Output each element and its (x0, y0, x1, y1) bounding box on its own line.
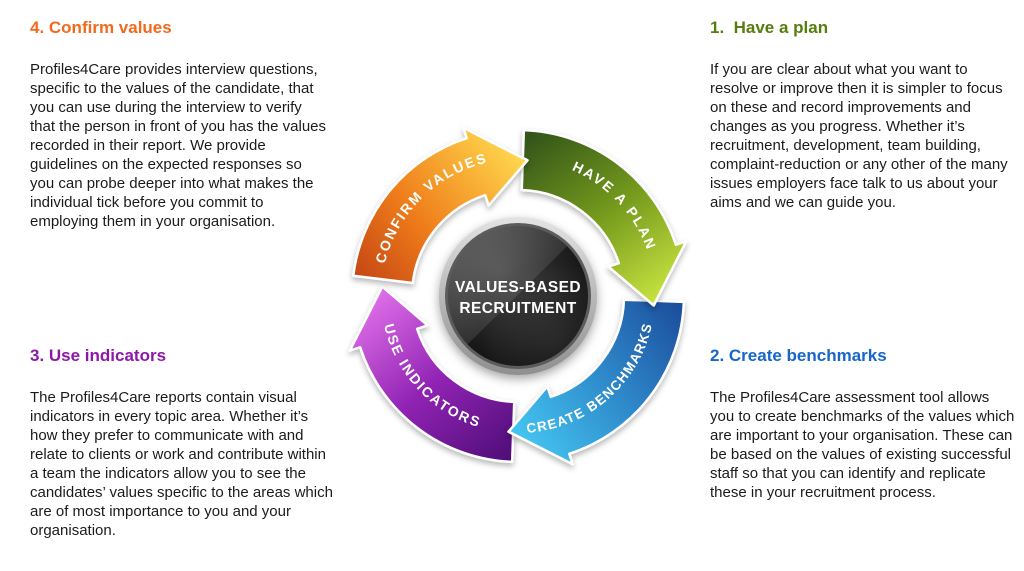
section-use-indicators: 3. Use indicators The Profiles4Care repo… (30, 346, 333, 540)
create-benchmarks-body: The Profiles4Care assessment tool allows… (710, 389, 1015, 501)
section-confirm-values: 4. Confirm values Profiles4Care provides… (30, 18, 328, 231)
confirm-values-body: Profiles4Care provides interview questio… (30, 61, 327, 230)
have-a-plan-heading: 1. Have a plan (710, 18, 829, 37)
have-a-plan-body: If you are clear about what you want to … (710, 61, 1008, 211)
confirm-values-heading: 4. Confirm values (30, 18, 172, 37)
section-have-a-plan: 1. Have a plan If you are clear about wh… (710, 18, 1015, 212)
use-indicators-arrow (348, 285, 516, 464)
have-a-plan-arrow (520, 128, 688, 307)
section-create-benchmarks: 2. Create benchmarks The Profiles4Care a… (710, 346, 1016, 502)
create-benchmarks-heading: 2. Create benchmarks (710, 346, 887, 365)
use-indicators-heading: 3. Use indicators (30, 346, 167, 365)
hub-title-line2: RECRUITMENT (459, 300, 576, 317)
hub-title-line1: VALUES-BASED (455, 279, 581, 296)
use-indicators-body: The Profiles4Care reports contain visual… (30, 389, 333, 539)
values-based-recruitment-hub: VALUES-BASED RECRUITMENT (439, 217, 597, 375)
values-cycle-diagram: CONFIRM VALUES HAVE A PLAN CREATE BENCHM… (330, 108, 706, 484)
cycle-arrows-graphic: CONFIRM VALUES HAVE A PLAN CREATE BENCHM… (348, 126, 688, 466)
confirm-values-arrow (351, 126, 529, 285)
create-benchmarks-arrow (507, 298, 686, 466)
